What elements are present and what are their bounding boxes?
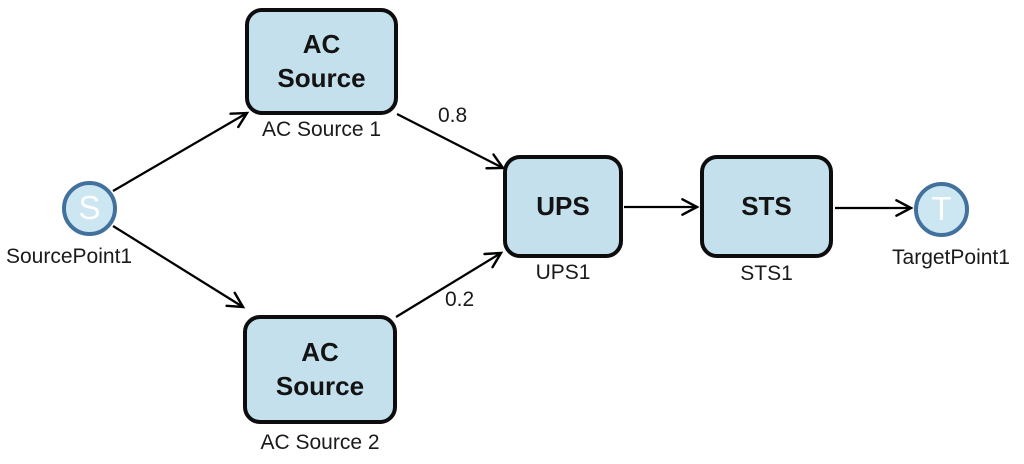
ac-source-2-label: AC Source 2 xyxy=(260,431,380,454)
ups-title: UPS xyxy=(536,190,590,221)
node-sts[interactable]: STS xyxy=(700,155,833,258)
edge-ac1-to-ups[interactable] xyxy=(396,112,506,170)
edge-label-ac2-ups: 0.2 xyxy=(445,288,475,311)
edge-source-to-ac1[interactable] xyxy=(112,111,250,192)
edge-label-ac1-ups: 0.8 xyxy=(438,104,468,127)
node-source-point[interactable]: S xyxy=(62,181,117,236)
source-point-label: SourcePoint1 xyxy=(6,245,133,268)
node-target-point[interactable]: T xyxy=(914,182,969,237)
target-point-label: TargetPoint1 xyxy=(892,246,1010,269)
ac-source-2-title: AC Source xyxy=(275,337,365,401)
source-point-symbol: S xyxy=(78,189,101,226)
sts-title: STS xyxy=(741,190,792,221)
node-ac-source-1[interactable]: AC Source xyxy=(245,8,398,115)
ac-source-1-label: AC Source 1 xyxy=(261,118,382,141)
node-ups[interactable]: UPS xyxy=(503,155,623,258)
node-ac-source-2[interactable]: AC Source xyxy=(243,315,397,424)
sts-label: STS1 xyxy=(740,262,793,285)
edge-source-to-ac2[interactable] xyxy=(112,225,246,309)
target-point-symbol: T xyxy=(931,190,952,227)
ups-label: UPS1 xyxy=(535,261,591,284)
ac-source-1-title: AC Source xyxy=(277,29,366,93)
edge-ac2-to-ups[interactable] xyxy=(395,251,504,318)
